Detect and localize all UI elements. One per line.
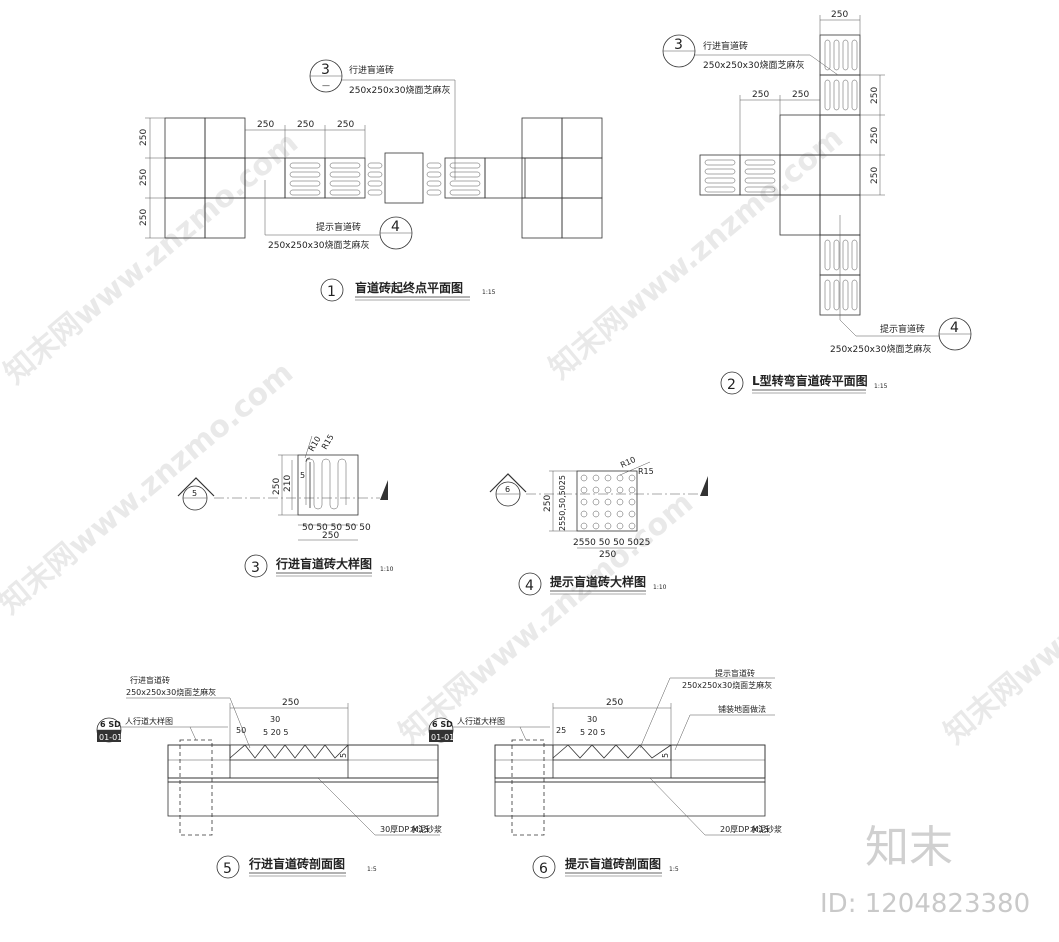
note-text: 铺装地面做法 — [718, 704, 766, 714]
dim-label: 250 — [752, 90, 769, 100]
dim-label: 250 — [139, 129, 149, 146]
note-text: 250x250x30烧面芝麻灰 — [682, 680, 772, 690]
diagram-3-guiding-tile-detail: 5 R10 R15 250 210 5 50 50 50 50 50 250 3… — [177, 433, 394, 578]
dim-label: 250 — [792, 90, 809, 100]
dim-label: 250 — [322, 531, 339, 541]
dim-label: 250 — [297, 120, 314, 130]
callout-label: 提示盲道砖 — [880, 323, 925, 335]
dim-label: 30 — [587, 715, 597, 724]
note-text: 水泥砂浆 — [410, 824, 442, 834]
callout-number: 4 — [391, 219, 400, 235]
dim-label: 250 — [139, 209, 149, 226]
reference-mark: 6 SD — [432, 720, 453, 729]
callout-label: 250x250x30烧面芝麻灰 — [349, 84, 450, 96]
note-text: 行进盲道砖 — [130, 675, 170, 685]
watermark-text: 知末网www.znzmo.com — [0, 125, 305, 391]
scale-label: 1:5 — [367, 866, 377, 873]
dim-label: 2550 50 50 5025 — [573, 538, 650, 548]
note-text: 30厚DP M15 — [380, 825, 429, 834]
dim-label: 250 — [870, 87, 880, 104]
dim-label: 250 — [139, 169, 149, 186]
dim-label: 250 — [337, 120, 354, 130]
callout-label: 250x250x30烧面芝麻灰 — [268, 239, 369, 251]
diagram-number: 3 — [251, 560, 260, 576]
note-text: 20厚DP M15 — [720, 825, 769, 834]
note-text: 人行道大样图 — [457, 716, 505, 726]
watermark-layer: 知末网www.znzmo.com 知末网www.znzmo.com 知末网www… — [0, 120, 1059, 919]
reference-mark: 01-01 — [431, 733, 454, 742]
note-text: 250x250x30烧面芝麻灰 — [126, 687, 216, 697]
dim-label: 250 — [272, 478, 282, 495]
note-text: 提示盲道砖 — [715, 668, 755, 678]
diagram-title: 提示盲道砖大样图 — [550, 574, 646, 589]
dim-label: 250 — [831, 10, 848, 20]
scale-label: 1:5 — [669, 866, 679, 873]
diagram-title: 行进盲道砖大样图 — [275, 556, 372, 571]
dim-label: 250 — [257, 120, 274, 130]
reference-mark: 6 SD — [100, 720, 121, 729]
dim-label: 5 — [339, 753, 348, 758]
dim-label: 210 — [283, 475, 293, 492]
callout-label: 行进盲道砖 — [703, 40, 748, 52]
diagram-4-warning-tile-detail: 6 R10 R15 250 2550,50,5025 2550 50 50 50… — [489, 455, 708, 596]
diagram-title: 提示盲道砖剖面图 — [565, 856, 661, 871]
scale-label: 1:15 — [874, 383, 888, 390]
dim-label: 25 — [556, 726, 566, 735]
dim-label: 250 — [870, 167, 880, 184]
diagram-2-l-turn-plan: 250 250 250 250 250 250 3 行进盲道砖 250x250x… — [662, 10, 972, 395]
section-mark: 6 — [505, 485, 510, 494]
radius-label: R15 — [638, 467, 654, 476]
callout-number: 3 — [321, 62, 330, 78]
watermark-text: 知末网www.znzmo.com — [938, 485, 1059, 751]
scale-label: 1:10 — [380, 566, 394, 573]
dim-label: 250 — [606, 698, 623, 708]
callout-label: 250x250x30烧面芝麻灰 — [703, 59, 804, 71]
callout-number: 4 — [950, 320, 959, 336]
dim-label: 5 20 5 — [263, 728, 288, 737]
radius-label: R10 — [619, 455, 637, 470]
dim-label: 50 50 50 50 50 — [302, 523, 371, 533]
callout-number: 3 — [674, 37, 683, 53]
diagram-1-start-end-plan: 250 250 250 250 250 250 3 — 行进盲道砖 250x25… — [139, 59, 603, 302]
radius-label: R15 — [320, 433, 336, 451]
dim-label: 5 — [300, 471, 305, 480]
note-text: 人行道大样图 — [125, 716, 173, 726]
dim-label: 50 — [236, 726, 246, 735]
dim-label: 30 — [270, 715, 280, 724]
diagram-number: 1 — [327, 284, 336, 300]
dim-label: 5 — [661, 753, 670, 758]
scale-label: 1:10 — [653, 584, 667, 591]
watermark-text: 知末网www.znzmo.com — [393, 485, 700, 751]
dim-label: 250 — [599, 550, 616, 560]
image-id-text: ID: 1204823380 — [820, 889, 1030, 919]
diagram-title: 行进盲道砖剖面图 — [248, 856, 345, 871]
dim-label: 5 20 5 — [580, 728, 605, 737]
dim-label: 250 — [543, 495, 553, 512]
diagram-number: 4 — [525, 578, 534, 594]
brand-logo-text: 知末 — [865, 822, 953, 873]
callout-label: 提示盲道砖 — [316, 221, 361, 233]
diagram-number: 2 — [727, 377, 736, 393]
svg-text:—: — — [322, 81, 330, 90]
callout-label: 行进盲道砖 — [349, 64, 394, 76]
diagram-number: 5 — [223, 861, 232, 877]
diagram-6-warning-tile-section: 6 SD 01-01 人行道大样图 提示盲道砖 250x250x30烧面芝麻灰 … — [428, 668, 782, 879]
scale-label: 1:15 — [482, 289, 496, 296]
dim-label: 250 — [282, 698, 299, 708]
diagram-number: 6 — [539, 861, 548, 877]
section-mark: 5 — [192, 489, 197, 498]
diagram-5-guiding-tile-section: 6 SD 01-01 人行道大样图 行进盲道砖 250x250x30烧面芝麻灰 … — [96, 675, 442, 879]
diagram-title: L型转弯盲道砖平面图 — [752, 373, 868, 388]
dim-label: 250 — [870, 127, 880, 144]
dim-label: 2550,50,5025 — [558, 475, 567, 531]
note-text: 水泥砂浆 — [750, 824, 782, 834]
diagram-title: 盲道砖起终点平面图 — [355, 280, 463, 295]
watermark-text: 知末网www.znzmo.com — [0, 355, 300, 621]
reference-mark: 01-01 — [99, 733, 122, 742]
watermark-text: 知末网www.znzmo.com — [543, 120, 850, 386]
callout-label: 250x250x30烧面芝麻灰 — [830, 343, 931, 355]
